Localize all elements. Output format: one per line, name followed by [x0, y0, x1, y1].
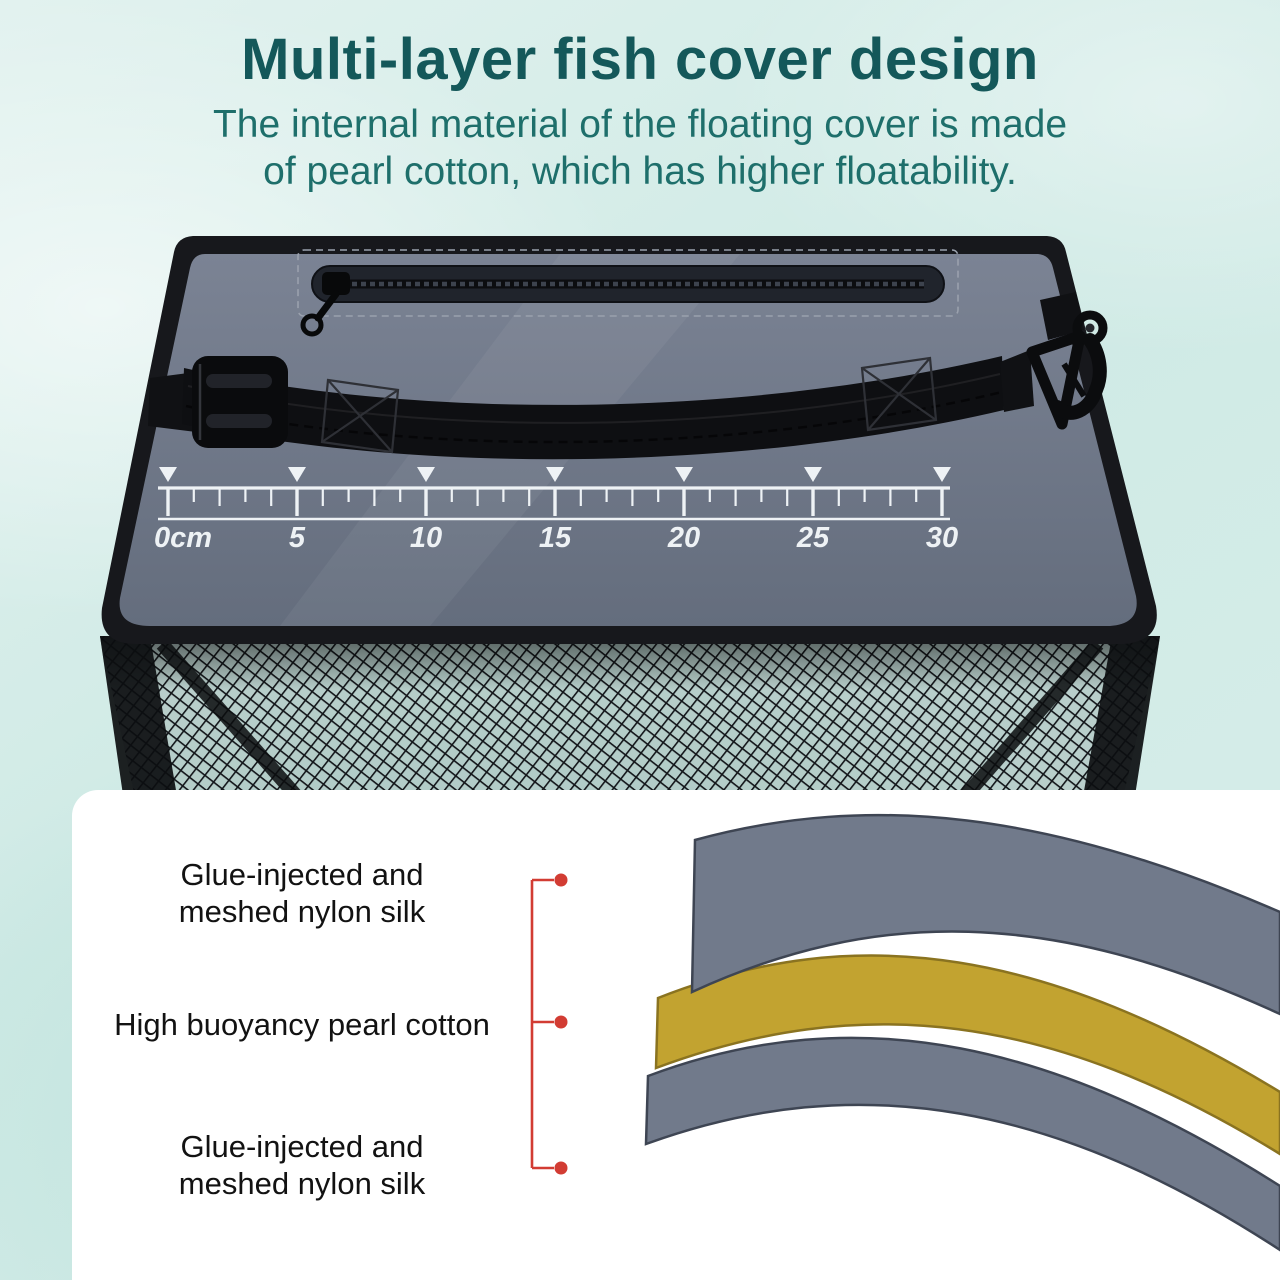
label-pearl-cotton: High buoyancy pearl cotton — [114, 1007, 490, 1042]
leader-dot-top — [554, 873, 568, 887]
ruler-label-2: 10 — [409, 522, 443, 554]
ruler-label-6: 30 — [925, 522, 959, 554]
ruler-label-4: 20 — [667, 522, 701, 554]
mesh-brace-right — [956, 639, 1104, 805]
page-subtitle: The internal material of the floating co… — [0, 102, 1280, 196]
material-diagram-panel: Glue-injected and meshed nylon silk High… — [72, 790, 1280, 1280]
label-top-nylon: Glue-injected and meshed nylon silk — [178, 857, 426, 929]
leader-dot-middle — [554, 1015, 568, 1029]
layer-pearl-cotton — [654, 954, 1280, 1156]
mesh-brace-left — [156, 639, 306, 805]
leader-lines — [530, 873, 568, 1175]
label-bottom-nylon: Glue-injected and meshed nylon silk — [178, 1129, 426, 1201]
ruler-ticks — [159, 467, 951, 516]
mesh-corner-left — [100, 636, 178, 802]
strap-stitch-right — [860, 356, 938, 432]
subtitle-line-2: of pearl cotton, which has higher floata… — [263, 149, 1017, 193]
layer-bottom-nylon — [644, 1036, 1280, 1252]
ruler-label-3: 15 — [538, 522, 572, 554]
page-title: Multi-layer fish cover design — [241, 27, 1039, 92]
layer-illustration — [644, 813, 1280, 1252]
ruler — [158, 467, 951, 521]
ruler-label-0: 0cm — [153, 522, 213, 554]
mesh-body — [100, 636, 1160, 805]
strap-stitch-left — [320, 378, 400, 454]
mesh-corner-right — [1082, 636, 1160, 802]
ruler-label-5: 25 — [796, 522, 830, 554]
fish-bag-photo — [100, 236, 1160, 805]
leader-dot-bottom — [554, 1161, 568, 1175]
shoulder-strap — [148, 356, 1004, 460]
strap-buckle — [192, 356, 288, 448]
zipper-pull — [300, 272, 350, 337]
snap-hook — [1000, 292, 1108, 430]
subtitle-line-1: The internal material of the floating co… — [212, 103, 1068, 146]
zipper — [297, 249, 959, 337]
ruler-label-1: 5 — [288, 522, 306, 554]
